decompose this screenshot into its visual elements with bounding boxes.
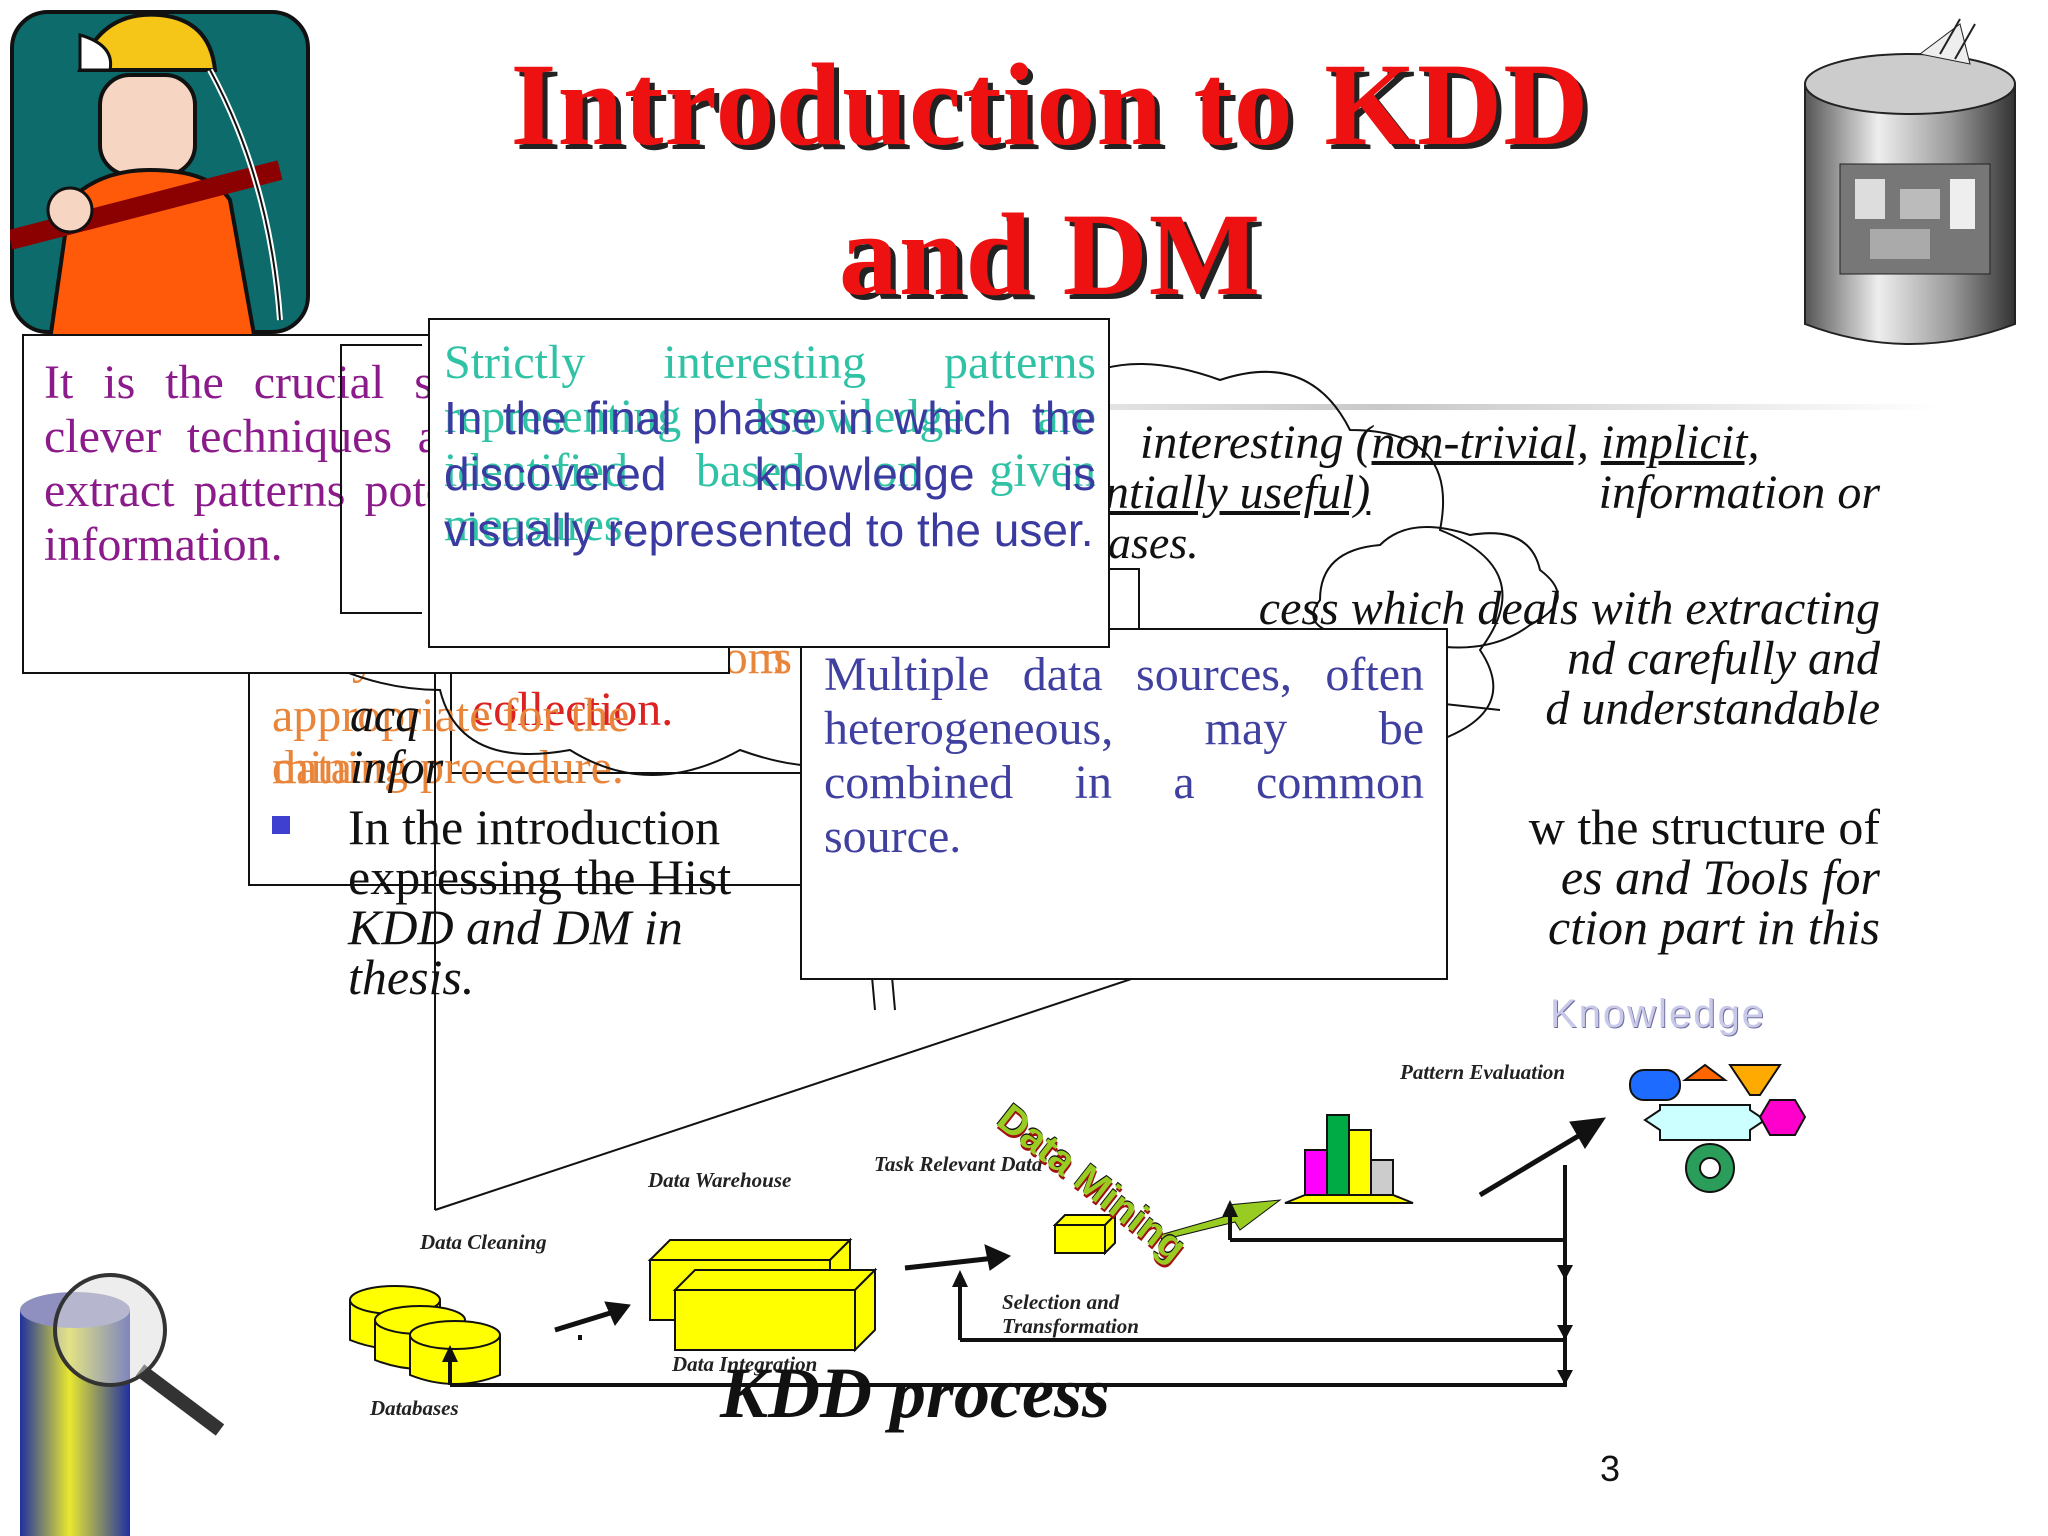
knowledge-wordart: Knowledge	[1550, 992, 1766, 1036]
interesting-patterns-text: Strictly interesting patterns representi…	[444, 336, 1096, 551]
magnifier-clipart	[20, 1273, 225, 1536]
frag-implicit: implicit,	[1600, 416, 1760, 469]
overlap-data: data	[272, 741, 352, 794]
body-line3-start: KDD and DM in	[348, 899, 683, 955]
miner-clipart	[10, 10, 310, 340]
body-frag-understandable: d understandable	[1545, 682, 1880, 735]
title-rule	[820, 404, 1940, 410]
frag-nontrivial: non-trivial,	[1371, 416, 1589, 469]
label-databases: Databases	[370, 1396, 459, 1420]
inner-frame	[340, 344, 422, 614]
label-data-warehouse: Data Warehouse	[648, 1168, 792, 1192]
body-line4: thesis.	[348, 949, 475, 1005]
flow-arrows	[554, 1117, 1607, 1333]
label-data-cleaning: Data Cleaning	[420, 1230, 547, 1254]
label-task-relevant: Task Relevant Data	[874, 1152, 1043, 1176]
kdd-process-caption: KDD process	[720, 1353, 1110, 1433]
databases-icon	[349, 1285, 501, 1385]
title-line-2: and DM	[838, 189, 1262, 320]
presentation-text: In the final phase in which the discover…	[444, 392, 1096, 556]
body-frag-potentially: ntially useful)	[1105, 466, 1371, 519]
body-line2-start: expressing the Hist	[348, 849, 732, 905]
presentation-callout: Strictly interesting patterns representi…	[428, 318, 1110, 648]
body-frag-information: information or	[1598, 466, 1880, 519]
body-text: interesting (non-trivial, implicit,	[1140, 418, 1880, 468]
label-selection-transformation: Selection and Transformation	[1002, 1290, 1139, 1338]
label-data-integration: Data Integration	[672, 1352, 818, 1376]
multiple-sources-callout: Multiple data sources, often heterogeneo…	[800, 628, 1448, 980]
bullet-marker	[272, 808, 302, 838]
page-number: 3	[1600, 1448, 1621, 1489]
body-frag-process: cess which deals with extracting	[1258, 582, 1880, 635]
body-frag-infor: infor	[350, 741, 444, 794]
selection-line-2: collection.	[472, 683, 674, 736]
body-line2-end: es and Tools for	[1560, 849, 1880, 905]
pattern-evaluation-icon	[1284, 1114, 1414, 1204]
body-frag-carefully: nd carefully and	[1567, 632, 1880, 685]
knowledge-shapes-icon	[1629, 1063, 1807, 1193]
bullet-intro-text: In the introduction	[348, 799, 721, 855]
label-pattern-evaluation: Pattern Evaluation	[1400, 1060, 1566, 1084]
task-relevant-data-icon	[1052, 1212, 1118, 1256]
data-cylinder-clipart	[1804, 18, 2016, 345]
body-frag-acq: acq	[350, 689, 420, 742]
feedback-arrowheads	[442, 1200, 1573, 1385]
multiple-sources-text: Multiple data sources, often heterogeneo…	[824, 648, 1424, 863]
kdd-process-diagram	[349, 1063, 1807, 1387]
frag-interesting: interesting (	[1140, 416, 1372, 469]
body-frag-bases: ases.	[1108, 517, 1199, 568]
body-frag-structure: w the structure of	[1528, 799, 1880, 855]
slide-title: Introduction to KDD and DM	[420, 30, 1680, 330]
title-line-1: Introduction to KDD	[510, 39, 1590, 170]
data-warehouse-icon	[647, 1237, 878, 1353]
body-line3-end: ction part in this	[1548, 899, 1880, 955]
